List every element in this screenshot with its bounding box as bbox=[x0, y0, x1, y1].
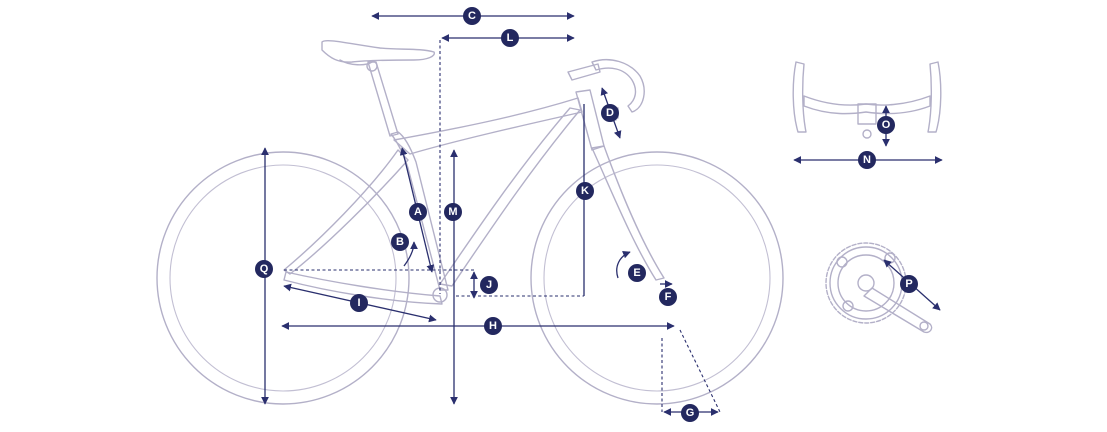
svg-text:J: J bbox=[486, 279, 492, 291]
front-wheel bbox=[530, 151, 784, 405]
down-tube bbox=[439, 107, 581, 287]
badge-p: P bbox=[900, 275, 918, 293]
badge-d: D bbox=[601, 104, 619, 122]
svg-text:D: D bbox=[606, 107, 614, 119]
badge-h: H bbox=[484, 317, 502, 335]
stem bbox=[567, 63, 601, 81]
svg-text:L: L bbox=[507, 32, 514, 44]
handlebar-inset bbox=[792, 61, 942, 139]
badge-j: J bbox=[480, 276, 498, 294]
badge-b: B bbox=[391, 233, 409, 251]
badge-n: N bbox=[858, 151, 876, 169]
badge-q: Q bbox=[255, 260, 273, 278]
badge-k: K bbox=[576, 182, 594, 200]
badge-i: I bbox=[350, 294, 368, 312]
badge-a: A bbox=[409, 203, 427, 221]
svg-text:N: N bbox=[863, 154, 871, 166]
svg-text:M: M bbox=[448, 206, 457, 218]
svg-text:K: K bbox=[581, 185, 589, 197]
top-tube bbox=[393, 97, 583, 155]
rear-wheel bbox=[156, 151, 410, 405]
handlebar bbox=[591, 58, 645, 113]
badge-o: O bbox=[877, 116, 895, 134]
badge-e: E bbox=[628, 264, 646, 282]
seatpost bbox=[367, 61, 399, 137]
svg-text:E: E bbox=[633, 267, 640, 279]
svg-text:Q: Q bbox=[260, 263, 269, 275]
badge-f: F bbox=[659, 288, 677, 306]
badge-m: M bbox=[444, 203, 462, 221]
svg-text:O: O bbox=[882, 119, 891, 131]
measurement-lines bbox=[261, 12, 943, 416]
front-wheel-rim bbox=[543, 164, 771, 392]
dim-b-arc bbox=[403, 241, 418, 267]
svg-text:I: I bbox=[357, 297, 360, 309]
saddle bbox=[321, 39, 435, 63]
svg-text:F: F bbox=[665, 291, 672, 303]
fork bbox=[591, 145, 665, 281]
seat-stay bbox=[283, 149, 409, 275]
measurement-badges: C L D K A M B Q E J F I H G O N P bbox=[255, 7, 918, 422]
rear-wheel-rim bbox=[169, 164, 397, 392]
svg-text:P: P bbox=[905, 278, 912, 290]
svg-text:G: G bbox=[686, 407, 695, 419]
dim-e-arc bbox=[616, 250, 631, 279]
svg-text:C: C bbox=[468, 10, 476, 22]
svg-text:B: B bbox=[396, 236, 404, 248]
badge-c: C bbox=[463, 7, 481, 25]
badge-l: L bbox=[501, 29, 519, 47]
svg-text:H: H bbox=[489, 320, 497, 332]
head-tube bbox=[575, 89, 605, 151]
bike-frame-outline bbox=[156, 39, 784, 405]
svg-text:A: A bbox=[414, 206, 422, 218]
badge-g: G bbox=[681, 404, 699, 422]
